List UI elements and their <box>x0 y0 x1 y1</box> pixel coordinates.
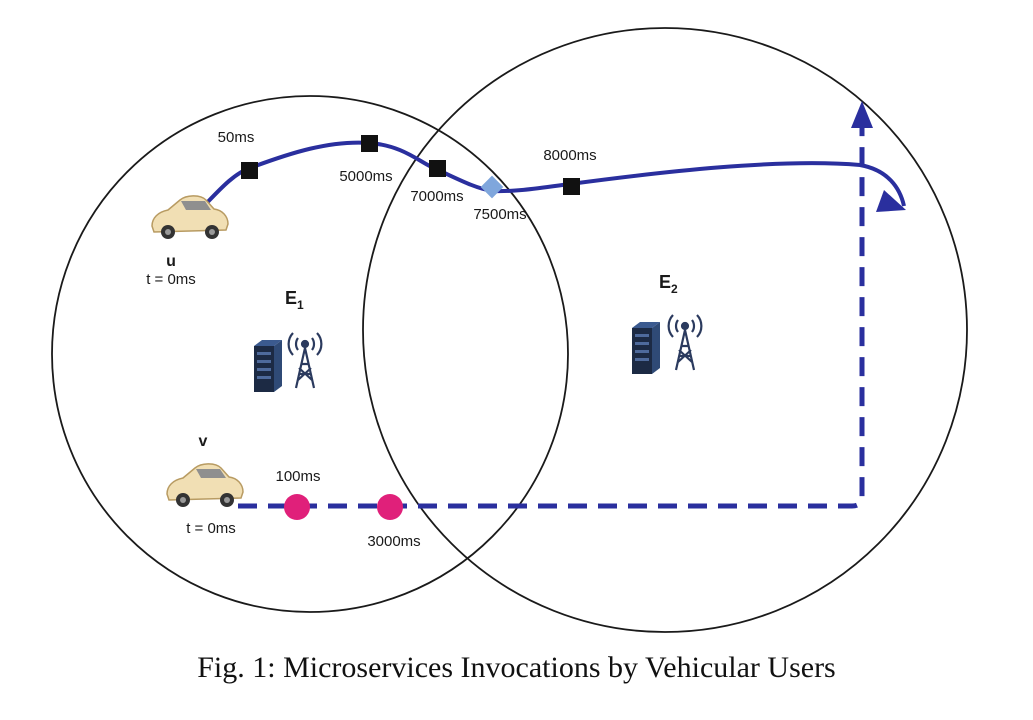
marker-circle <box>284 494 310 520</box>
server-rack-icon <box>632 322 660 374</box>
marker-label: 50ms <box>218 129 255 146</box>
vehicle-v-label: v <box>199 433 208 450</box>
edge-e2-coverage-circle <box>362 27 968 633</box>
vehicle-v-path <box>238 128 865 509</box>
arrow-head-icon <box>851 101 873 128</box>
marker-label: 7000ms <box>410 188 463 205</box>
cell-tower-icon <box>667 313 703 372</box>
marker-label: 7500ms <box>473 206 526 223</box>
car-icon <box>151 195 229 240</box>
server-rack-icon <box>254 340 282 392</box>
marker-circle <box>377 494 403 520</box>
arrow-head-icon <box>876 190 906 212</box>
marker-label: 100ms <box>275 468 320 485</box>
cell-tower-icon <box>287 331 323 390</box>
edge-e1-label: E1 <box>285 288 304 312</box>
vehicle-u-label: u <box>166 253 176 270</box>
edge-e1-coverage-circle <box>51 95 569 613</box>
car-icon <box>166 463 244 508</box>
marker-label: 5000ms <box>339 168 392 185</box>
marker-square <box>241 162 258 179</box>
vehicle-u-time: t = 0ms <box>146 271 196 288</box>
marker-square <box>361 135 378 152</box>
marker-square <box>429 160 446 177</box>
edge-e2-label: E2 <box>659 272 678 296</box>
marker-square <box>563 178 580 195</box>
vehicle-v-time: t = 0ms <box>186 520 236 537</box>
marker-label: 8000ms <box>543 147 596 164</box>
marker-label: 3000ms <box>367 533 420 550</box>
figure-caption: Fig. 1: Microservices Invocations by Veh… <box>197 651 836 684</box>
